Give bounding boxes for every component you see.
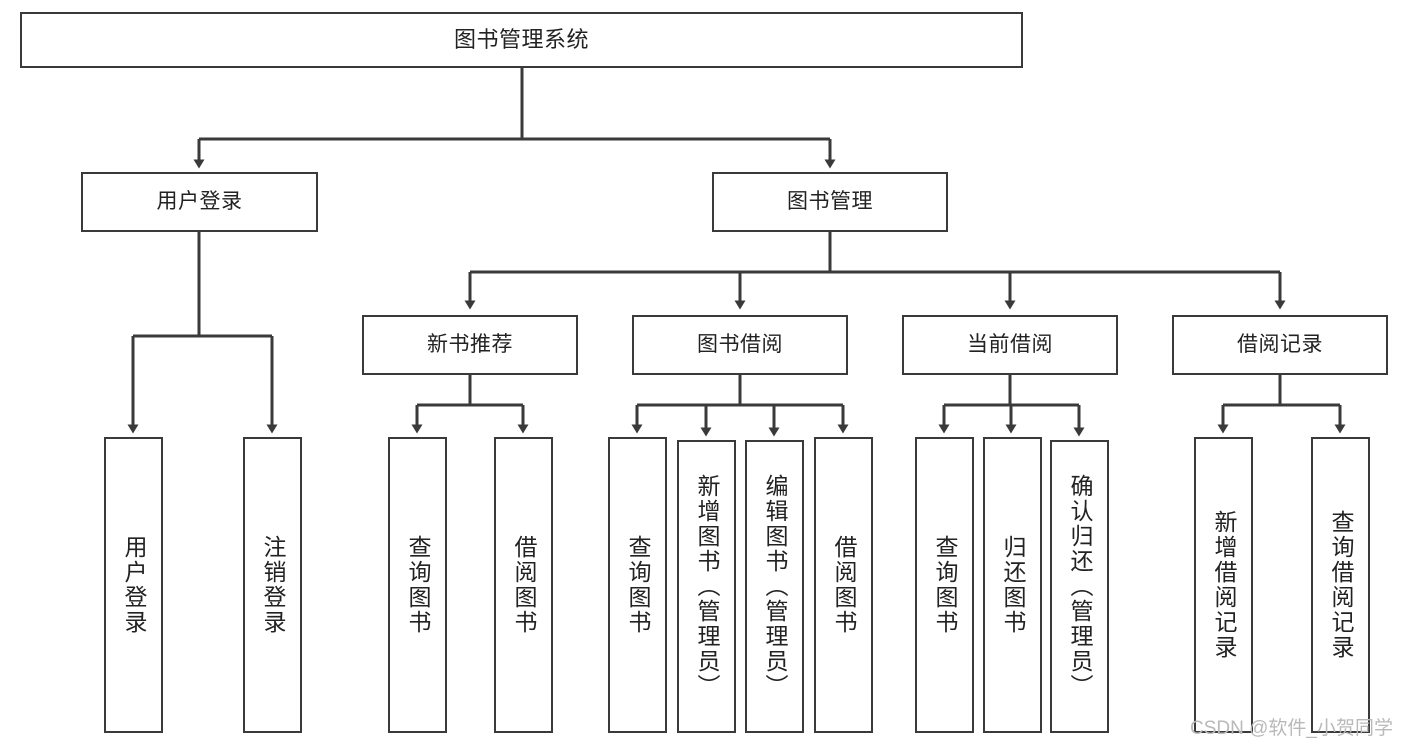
node-label: 用户登录	[121, 535, 147, 635]
node-leaf-add-book[interactable]: 新增图书（管理员）	[677, 440, 736, 733]
node-leaf-query-book-3[interactable]: 查询图书	[915, 437, 974, 733]
node-leaf-confirm-return[interactable]: 确认归还（管理员）	[1050, 440, 1109, 733]
node-label: 编辑图书（管理员）	[762, 474, 788, 699]
node-leaf-logout-login[interactable]: 注销登录	[243, 437, 302, 733]
node-label: 注销登录	[260, 535, 286, 635]
node-label: 借阅图书	[511, 535, 537, 635]
node-root[interactable]: 图书管理系统	[20, 12, 1023, 68]
node-book-borrow[interactable]: 图书借阅	[632, 315, 848, 375]
node-leaf-query-record[interactable]: 查询借阅记录	[1311, 437, 1370, 733]
node-leaf-add-record[interactable]: 新增借阅记录	[1194, 437, 1253, 733]
node-label: 查询图书	[405, 535, 431, 635]
node-label: 借阅记录	[1237, 332, 1323, 356]
node-label: 查询图书	[932, 535, 958, 635]
node-label: 新增借阅记录	[1211, 510, 1237, 660]
node-leaf-edit-book[interactable]: 编辑图书（管理员）	[745, 440, 804, 733]
node-label: 图书管理	[787, 189, 873, 213]
node-label: 新增图书（管理员）	[694, 474, 720, 699]
node-label: 归还图书	[1000, 535, 1026, 635]
node-leaf-borrow-book-2[interactable]: 借阅图书	[814, 437, 873, 733]
node-leaf-return-book[interactable]: 归还图书	[983, 437, 1042, 733]
node-label: 图书借阅	[697, 332, 783, 356]
node-label: 确认归还（管理员）	[1067, 474, 1093, 699]
node-label: 查询图书	[625, 535, 651, 635]
csdn-watermark: CSDN @软件_小贺同学	[1190, 718, 1393, 739]
node-label: 用户登录	[156, 189, 243, 213]
node-leaf-query-book-2[interactable]: 查询图书	[608, 437, 667, 733]
node-leaf-user-login[interactable]: 用户登录	[104, 437, 163, 733]
node-label: 借阅图书	[831, 535, 857, 635]
node-current-borrow[interactable]: 当前借阅	[902, 315, 1118, 375]
node-leaf-query-book-1[interactable]: 查询图书	[388, 437, 447, 733]
node-borrow-record[interactable]: 借阅记录	[1172, 315, 1388, 375]
node-label: 新书推荐	[427, 332, 513, 356]
node-label: 当前借阅	[967, 332, 1053, 356]
node-user-login[interactable]: 用户登录	[81, 172, 318, 232]
node-label: 图书管理系统	[453, 27, 589, 53]
node-new-book-recommend[interactable]: 新书推荐	[362, 315, 578, 375]
node-leaf-borrow-book-1[interactable]: 借阅图书	[494, 437, 553, 733]
node-label: 查询借阅记录	[1328, 510, 1354, 660]
node-book-management[interactable]: 图书管理	[712, 172, 948, 232]
